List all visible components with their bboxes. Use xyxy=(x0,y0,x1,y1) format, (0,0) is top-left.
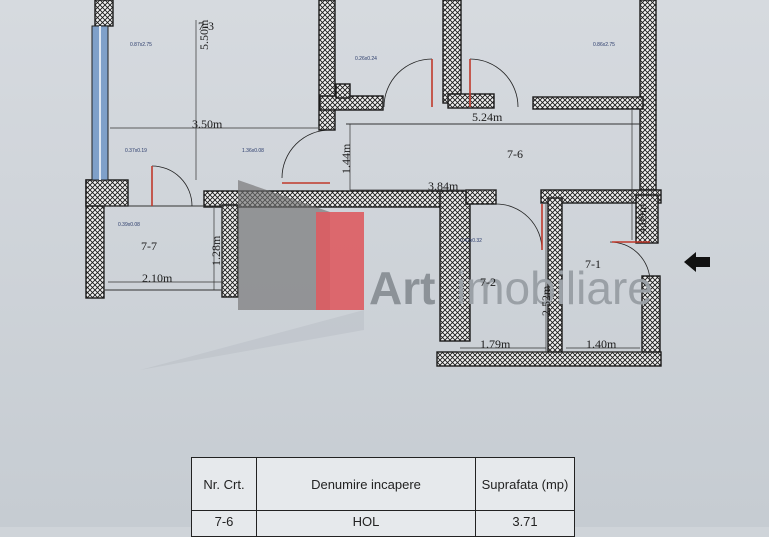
area-table: Nr. Crt. Denumire incapere Suprafata (mp… xyxy=(191,457,575,537)
entrance-arrow-icon xyxy=(684,252,710,272)
doors xyxy=(151,58,651,283)
room-label: 7-7 xyxy=(141,239,157,253)
watermark-logo xyxy=(140,180,364,370)
dimension-label: 1.28m xyxy=(209,235,223,266)
cell-name: HOL xyxy=(256,510,476,537)
cell-area: 3.71 xyxy=(475,510,575,537)
dimension-label: 1.79m xyxy=(480,337,511,351)
dimension-label: 2.10m xyxy=(142,271,173,285)
opening-label: 0.86x2.75 xyxy=(593,42,615,48)
walls xyxy=(85,0,662,367)
room-label: 7-6 xyxy=(507,147,523,161)
watermark-text: imobiliare xyxy=(456,262,653,314)
cell-nr: 7-6 xyxy=(191,510,257,537)
opening-label: 0.39x0.08 xyxy=(118,222,140,228)
dimension-label: 1.44m xyxy=(339,143,353,174)
dimension-label: 5.50m xyxy=(197,19,211,50)
opening-label: 1.36x0.08 xyxy=(242,148,264,154)
opening-label: 0.26x0.24 xyxy=(355,56,377,62)
dimension-label: 2.52m xyxy=(539,285,553,316)
watermark-brand: Art xyxy=(369,262,435,314)
table-row: 7-6 HOL 3.71 xyxy=(191,510,575,537)
dimension-label: 4.09m xyxy=(635,203,649,234)
dimension-label: 3.50m xyxy=(192,117,223,131)
opening-label: 0.37x0.19 xyxy=(125,148,147,154)
header-area: Suprafata (mp) xyxy=(475,457,575,511)
header-nr: Nr. Crt. xyxy=(191,457,257,511)
room-label: 7-3 xyxy=(198,19,214,33)
opening-label: 0.42x0.32 xyxy=(460,238,482,244)
opening-label: 0.87x2.75 xyxy=(130,42,152,48)
room-label: 7-1 xyxy=(585,257,601,271)
room-label: 7-2 xyxy=(480,275,496,289)
dimension-label: 3.84m xyxy=(428,179,459,193)
dimension-label: 1.40m xyxy=(586,337,617,351)
dimension-label: 5.24m xyxy=(472,110,503,124)
header-name: Denumire incapere xyxy=(256,457,476,511)
